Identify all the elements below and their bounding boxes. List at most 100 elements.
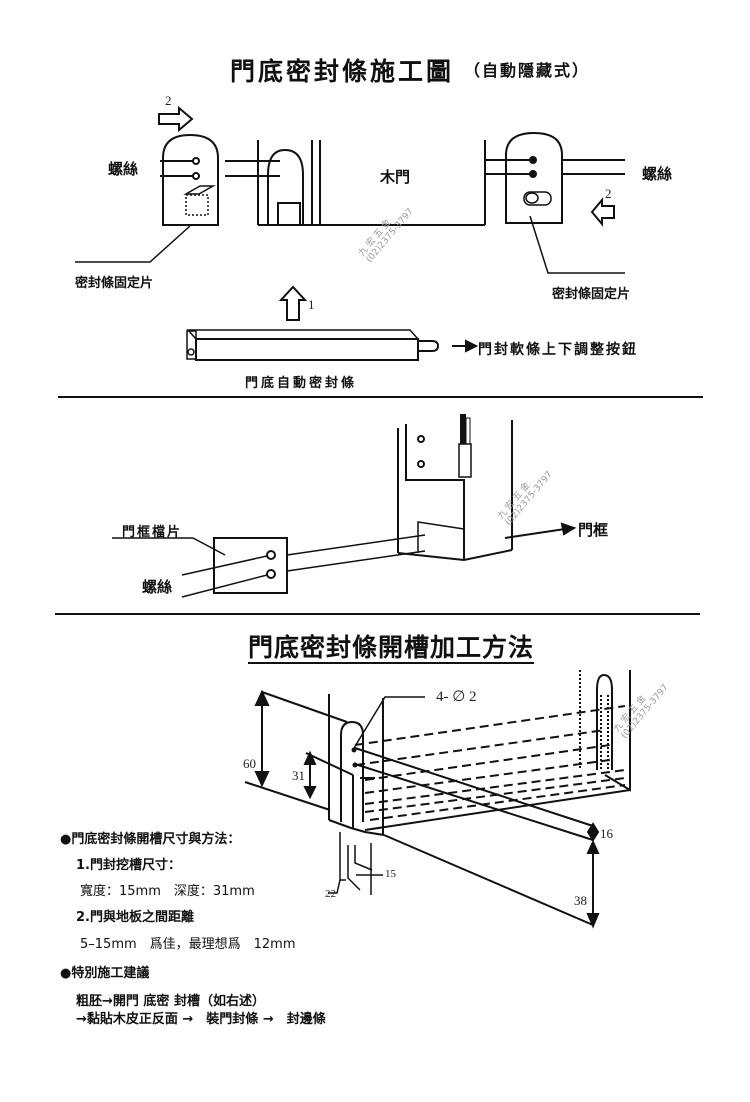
projection-line	[286, 534, 426, 556]
adjust-knob	[525, 192, 539, 204]
seal-strip-body	[195, 338, 419, 361]
arrow-up-1	[278, 285, 308, 321]
arrow-label-2: 2	[165, 93, 172, 108]
pin	[460, 414, 466, 444]
section-divider	[58, 396, 703, 398]
dim-arrowhead	[254, 689, 270, 706]
notes-item-1: 1.門封挖槽尺寸：	[76, 858, 181, 873]
leader-left	[75, 225, 191, 263]
screw-label-right: 螺絲	[642, 165, 673, 183]
leader-15	[354, 845, 373, 871]
extension-line	[354, 747, 594, 827]
seal-strip-top	[186, 329, 420, 340]
hinge-screw	[417, 460, 425, 468]
dim-22: 22	[325, 888, 336, 900]
fixing-plate-label-left: 密封條固定片	[75, 276, 154, 291]
arrow-label-2: 2	[605, 186, 612, 201]
section-heading: 門底密封條開槽加工方法	[248, 633, 535, 662]
adjust-button-shape	[418, 340, 440, 352]
hidden-edge	[369, 784, 626, 821]
notes-bullet-1: ●門底密封條開槽尺寸與方法：	[60, 832, 241, 847]
hidden-edge	[364, 777, 626, 813]
hole	[351, 747, 357, 753]
screw-hole	[192, 172, 200, 180]
screw-leader	[181, 574, 268, 598]
door-profile	[405, 424, 465, 560]
section-divider	[55, 613, 700, 615]
dim-arrowhead	[303, 786, 317, 800]
screw-leader	[181, 555, 268, 576]
page-subtitle: （自動隱藏式）	[464, 61, 591, 80]
stop-screw	[266, 569, 276, 579]
door-bottom-edge	[328, 819, 385, 836]
holes-leader	[353, 696, 425, 749]
screw-hole	[192, 157, 200, 165]
auto-seal-strip-label: 門底自動密封條	[245, 376, 358, 391]
extension-line	[261, 691, 348, 723]
fixing-plate-label-right: 密封條固定片	[552, 287, 631, 302]
dim-holes: 4- ∅ 2	[436, 689, 477, 705]
frame-stop-plate-label: 門框檔片	[122, 525, 183, 540]
dim-38: 38	[574, 893, 587, 908]
screw-label-left: 螺絲	[108, 160, 139, 178]
leader-22-tail	[328, 879, 341, 894]
dim-31: 31	[292, 768, 305, 783]
notes-bullet-2: ●特別施工建議	[60, 966, 150, 981]
extension-line	[357, 764, 594, 841]
dim-arrowhead	[586, 913, 600, 929]
slot-notch	[277, 202, 301, 226]
screw-hole	[529, 170, 537, 178]
left-fixing-plate	[162, 133, 219, 226]
pin	[465, 417, 471, 445]
dim-arrowhead	[254, 771, 270, 788]
extension-line	[244, 781, 331, 811]
adjust-button-label: 門封軟條上下調整按鈕	[478, 342, 638, 358]
notes-item-2-detail: 5–15mm 爲佳，最理想爲 12mm	[80, 937, 296, 952]
extension-line	[383, 834, 594, 926]
seal-strip-end	[186, 330, 197, 360]
advice-line-1: 粗胚→開門 底密 封槽（如右述）	[76, 994, 265, 1009]
dim-60: 60	[243, 756, 256, 771]
frame-pointer-head	[560, 522, 577, 536]
adjust-slot	[523, 191, 552, 206]
frame-bottom	[397, 549, 513, 562]
wood-door-label: 木門	[380, 168, 411, 186]
slot-profile	[340, 720, 364, 822]
dim-15: 15	[385, 868, 396, 880]
screw-label: 螺絲	[142, 578, 173, 596]
slot-arch	[267, 148, 304, 225]
dim-arrowhead	[586, 839, 600, 854]
notes-item-1-detail: 寬度：15mm 深度：31mm	[80, 884, 255, 899]
hidden-edge	[354, 705, 626, 746]
projection-line	[286, 550, 426, 572]
pointer-arrowhead	[465, 339, 479, 353]
arrow-right-2	[158, 105, 194, 133]
page-title: 門底密封條施工圖	[230, 57, 455, 86]
slot-end	[604, 670, 631, 792]
stop-plate-leader	[112, 537, 226, 556]
leader-22b	[347, 845, 361, 891]
seal-strip-roller	[187, 348, 195, 356]
hinge-screw	[417, 435, 425, 443]
arrow-left-2	[590, 197, 615, 227]
advice-line-2: →黏貼木皮正反面 → 裝門封條 → 封邊條	[76, 1012, 326, 1027]
stop-plate-outline	[417, 521, 465, 553]
dim-16-marker	[586, 822, 600, 842]
frame-stop-plate	[213, 537, 288, 594]
dim-arrowhead	[303, 750, 317, 765]
right-fixing-plate	[505, 131, 563, 224]
arrow-label-1: 1	[308, 297, 315, 312]
plate-hidden	[185, 194, 209, 216]
plate-top	[183, 185, 216, 195]
screw-hole	[529, 156, 537, 164]
stop-screw	[266, 550, 276, 560]
end-arch	[596, 673, 613, 770]
door-frame-label: 門框	[578, 521, 609, 539]
frame-pointer	[504, 528, 566, 539]
leader-22	[339, 832, 346, 881]
dim-16: 16	[600, 826, 613, 841]
leader-right	[529, 215, 625, 274]
notes-item-2: 2.門與地板之間距離	[76, 910, 194, 925]
hidden-edge	[364, 769, 626, 805]
